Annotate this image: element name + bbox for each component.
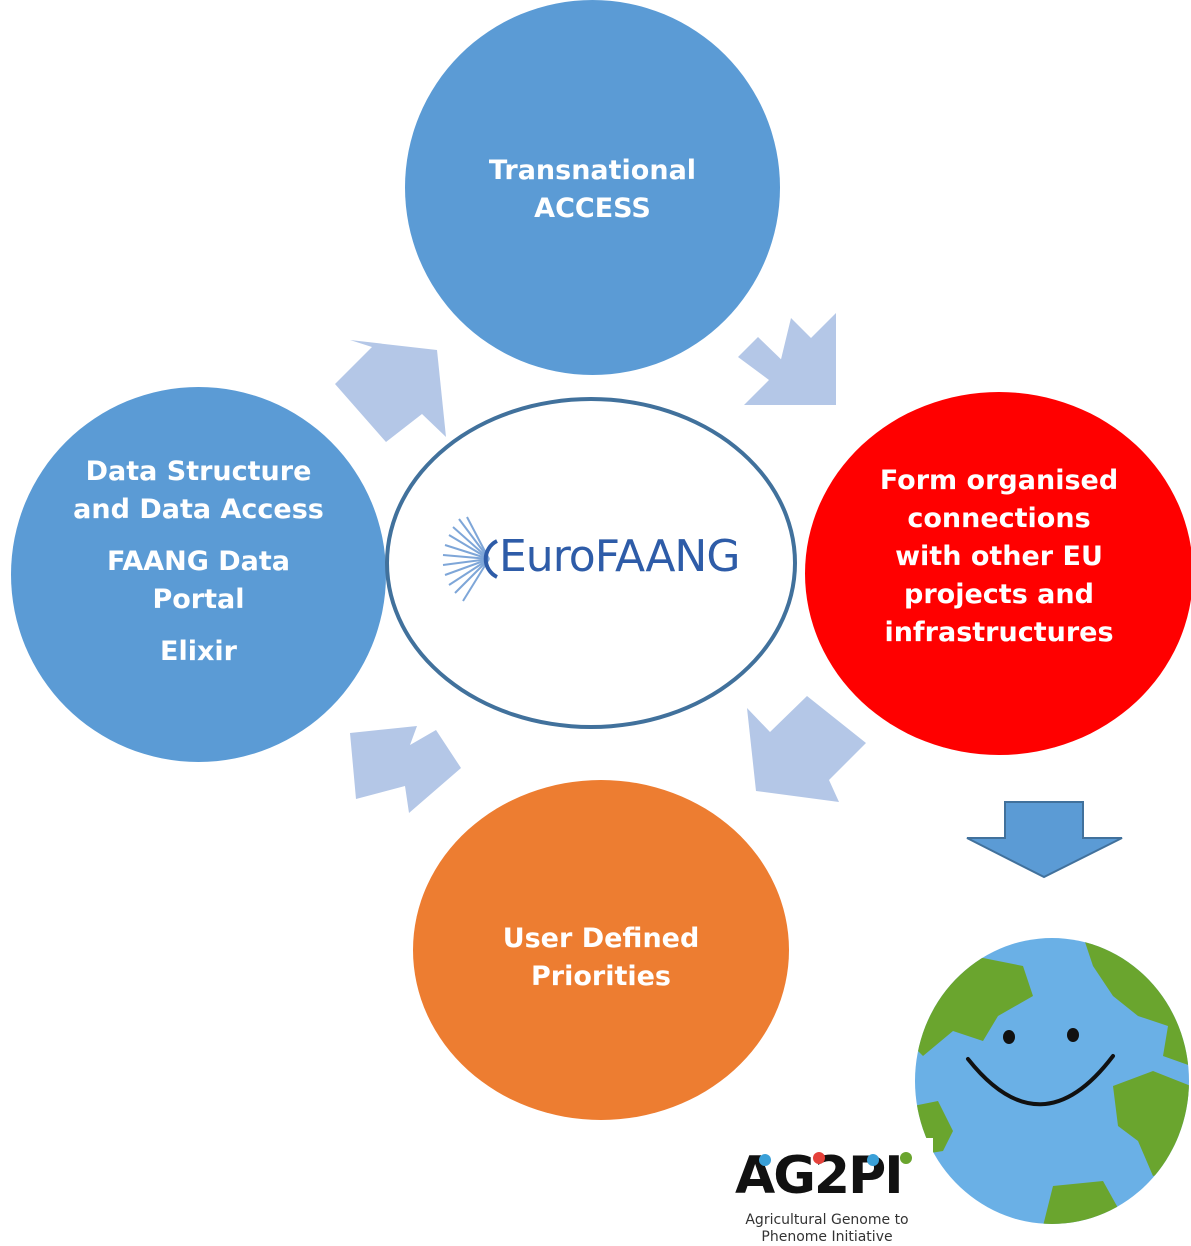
node-transnational-access: Transnational ACCESS — [405, 0, 780, 375]
node-label: Form organised — [879, 465, 1119, 496]
smiling-earth-icon — [915, 938, 1189, 1224]
ag2pi-subtitle-line1: Agricultural Genome to — [745, 1212, 909, 1228]
node-label: infrastructures — [884, 617, 1114, 648]
node-label: Priorities — [530, 961, 672, 992]
ag2pi-logo: AG2PI Agricultural Genome to Phenome Ini… — [721, 1138, 933, 1246]
eurofaang-fan-icon — [442, 516, 498, 602]
arrow-top-right-icon — [738, 313, 836, 405]
center-ellipse: EuroFAANG — [385, 397, 797, 729]
arrow-lower-left-icon — [350, 726, 461, 813]
arrow-lower-right-icon — [747, 696, 866, 802]
node-label: Elixir — [160, 636, 237, 667]
ag2pi-subtitle-line2: Phenome Initiative — [761, 1229, 893, 1245]
node-label: ACCESS — [534, 193, 651, 224]
node-eu-connections: Form organised connections with other EU… — [805, 392, 1191, 755]
node-label: User Defined — [502, 923, 700, 954]
node-label: FAANG Data — [106, 546, 291, 577]
ag2pi-dots-icon — [759, 1152, 912, 1166]
node-label: and Data Access — [73, 494, 324, 525]
arrow-upper-left-icon — [335, 340, 446, 442]
node-label: with other EU — [895, 541, 1103, 572]
down-arrow-icon — [966, 801, 1123, 879]
node-data-structure: Data Structure and Data Access FAANG Dat… — [11, 387, 386, 762]
node-label: projects and — [904, 579, 1094, 610]
node-label: Portal — [152, 584, 245, 615]
logo-wordmark: EuroFAANG — [499, 531, 740, 582]
node-label: connections — [907, 503, 1091, 534]
node-label: Transnational — [488, 155, 697, 186]
eurofaang-logo: EuroFAANG — [441, 509, 741, 609]
node-label: Data Structure — [85, 456, 312, 487]
node-user-priorities: User Defined Priorities — [413, 780, 789, 1120]
